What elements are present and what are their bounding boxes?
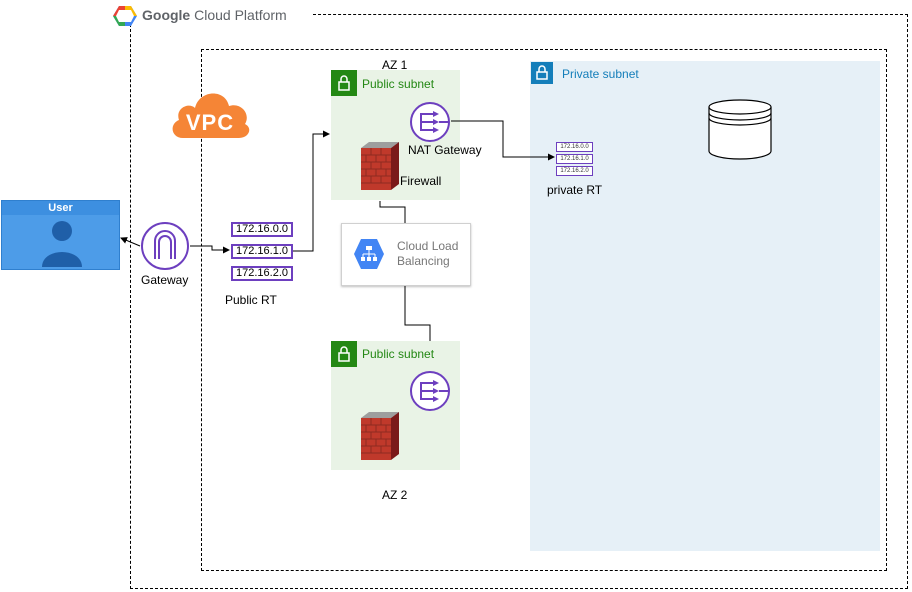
az2-label: AZ 2	[382, 488, 408, 502]
lock-icon	[331, 70, 357, 96]
clb-label-line1: Cloud Load	[397, 239, 459, 253]
cloud-load-balancing[interactable]: Cloud Load Balancing	[341, 223, 471, 286]
public-subnet-az2-label: Public subnet	[362, 347, 435, 361]
vpc-badge-label: VPC	[185, 110, 235, 135]
nat-gateway-icon[interactable]	[409, 370, 451, 412]
public-rt-entry: 172.16.1.0	[231, 244, 293, 259]
firewall-icon[interactable]	[361, 412, 399, 460]
edge-gateway-publicrt	[190, 245, 230, 254]
user-label: User	[2, 201, 119, 215]
edge-publicrt-az1	[293, 130, 330, 252]
public-rt-entry: 172.16.0.0	[231, 222, 293, 237]
edge-lb-az2	[404, 286, 431, 341]
gcp-title: Google Cloud Platform	[142, 7, 287, 23]
private-subnet-label: Private subnet	[562, 67, 639, 81]
private-rt-entry: 172.16.2.0	[556, 166, 593, 176]
public-rt-entry: 172.16.2.0	[231, 266, 293, 281]
vpc-boundary	[201, 49, 887, 571]
user-icon	[42, 221, 82, 267]
public-rt-label: Public RT	[225, 293, 277, 307]
internet-gateway-icon[interactable]	[140, 221, 190, 271]
gcp-title-brand: Google	[142, 7, 191, 23]
firewall-icon[interactable]	[361, 142, 399, 190]
private-rt-label: private RT	[547, 183, 603, 197]
lock-icon	[531, 62, 553, 84]
edge-az1-lb	[379, 201, 406, 223]
public-subnet-az1-label: Public subnet	[362, 77, 435, 91]
load-balancer-icon	[354, 239, 384, 269]
private-rt-entry: 172.16.0.0	[556, 142, 593, 152]
firewall-label: Firewall	[400, 174, 442, 188]
clb-label-line2: Balancing	[397, 254, 450, 268]
gateway-label: Gateway	[141, 273, 189, 287]
user-actor[interactable]: User	[1, 200, 120, 270]
cloud-load-balancing-label: Cloud Load Balancing	[397, 239, 458, 269]
gcp-logo-icon	[113, 6, 137, 26]
gcp-boundary	[130, 14, 908, 589]
vpc-cloud-icon	[172, 93, 250, 138]
database-icon[interactable]	[708, 99, 772, 161]
lock-icon	[331, 341, 357, 367]
nat-gateway-icon[interactable]	[409, 101, 451, 143]
gcp-boundary-top	[313, 14, 908, 15]
private-rt-entry: 172.16.1.0	[556, 154, 593, 164]
az1-label: AZ 1	[382, 58, 408, 72]
edge-gateway-user	[120, 237, 141, 247]
nat-gateway-label: NAT Gateway	[408, 143, 482, 157]
gcp-title-product: Cloud Platform	[194, 7, 287, 23]
edge-nat-privatert	[451, 120, 555, 161]
